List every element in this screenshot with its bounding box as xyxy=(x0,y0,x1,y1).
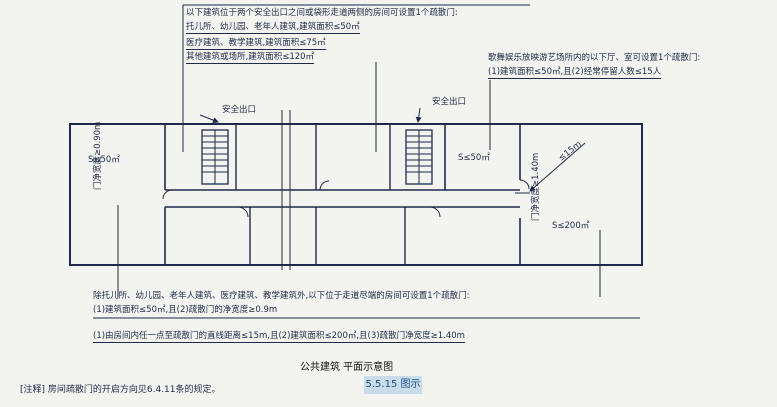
right-exit-label: 安全出口 xyxy=(432,96,466,107)
left-stair xyxy=(201,129,229,185)
right-small-room-area-label: S≤50㎡ xyxy=(458,153,490,163)
right-note-line: (1)建筑面积≤50㎡,且(2)经常停留人数≤15人 xyxy=(488,67,662,79)
top-room-walls xyxy=(235,124,391,190)
leader-lines xyxy=(93,4,640,319)
left-room-area-label: S≤50㎡ xyxy=(88,155,120,165)
top-note-line-2: 医疗建筑、教学建筑,建筑面积≤75㎡ xyxy=(186,38,326,50)
right-big-room-area-label: S≤200㎡ xyxy=(552,221,590,231)
bottom-note-line-1: (1)建筑面积≤50㎡,且(2)疏散门的净宽度≥0.9m xyxy=(93,305,278,315)
annotation-note: [注释] 房间疏散门的开启方向见6.4.11条的规定。 xyxy=(20,385,221,395)
end-room-walls xyxy=(164,124,521,265)
door-swings xyxy=(162,179,530,218)
right-stair xyxy=(405,129,433,185)
bottom-room-walls xyxy=(249,207,406,265)
left-door-width-label: 门净宽度≥0.90m xyxy=(92,122,103,190)
top-note-title: 以下建筑位于两个安全出口之间或袋形走道两侧的房间可设置1个疏散门: xyxy=(186,8,458,18)
break-line xyxy=(281,110,291,270)
top-note-line-3: 其他建筑或场所,建筑面积≤120㎡ xyxy=(186,52,315,64)
figure-number-tag: 5.5.15 图示 xyxy=(364,376,422,394)
bottom-note-title: 除托儿所、幼儿园、老年人建筑、医疗建筑、教学建筑外,以下位于走道尽端的房间可设置… xyxy=(93,291,470,301)
top-note-line-1: 托儿所、幼儿园、老年人建筑,建筑面积≤50㎡ xyxy=(186,22,360,34)
bottom-note-line-2: (1)由房间内任一点至疏散门的直线距离≤15m,且(2)建筑面积≤200㎡,且(… xyxy=(93,331,465,343)
right-door-width-label: 门净宽度≥1.40m xyxy=(530,153,541,221)
figure-caption: 公共建筑 平面示意图 xyxy=(300,362,394,373)
distance-label: ≤15m xyxy=(557,139,584,163)
right-note-title: 歌舞娱乐放映游艺场所内的以下厅、室可设置1个疏散门: xyxy=(488,53,701,63)
outer-walls xyxy=(69,123,643,266)
corridor-walls xyxy=(165,189,520,208)
left-exit-label: 安全出口 xyxy=(222,104,256,115)
